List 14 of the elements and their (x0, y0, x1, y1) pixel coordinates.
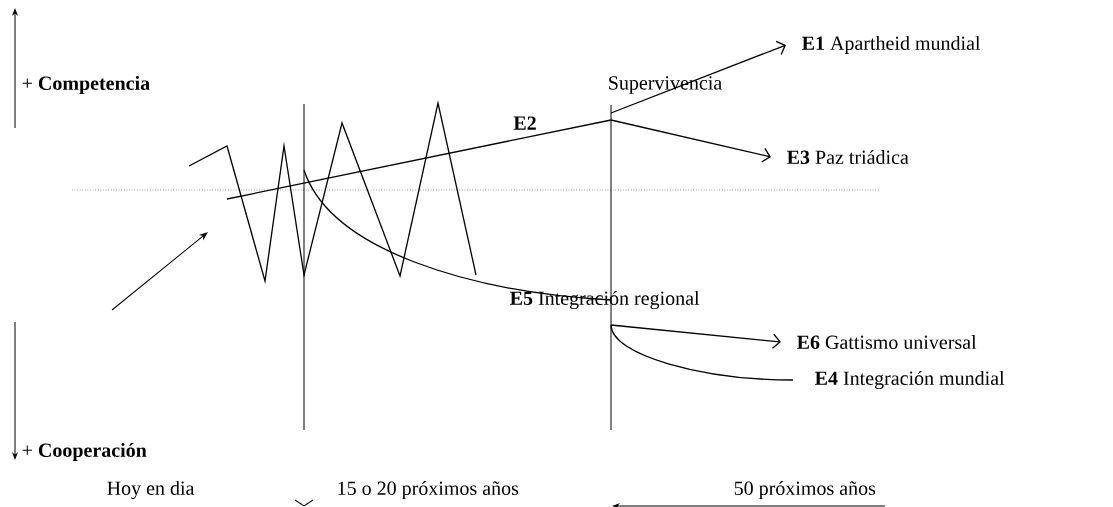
text-label: 50 próximos años (734, 480, 876, 500)
text-label: E5 Integración regional (510, 290, 700, 310)
scenario-label: E1 Apartheid mundial (802, 35, 981, 55)
text-label: + Competencia (22, 75, 150, 95)
text-label: 15 o 20 próximos años (338, 480, 519, 500)
scenario-label: E3 Paz triádica (787, 149, 909, 165)
text-label: + Cooperación (22, 442, 147, 462)
text-label: Hoy en dia (107, 480, 195, 500)
scenario-label: E4 Integración mundial (815, 370, 1005, 390)
text-label: E2 (513, 116, 536, 130)
scenario-label: E6 Gattismo universal (797, 334, 977, 350)
arrow (610, 119, 771, 163)
arrow (610, 40, 786, 114)
arrow (610, 324, 781, 349)
